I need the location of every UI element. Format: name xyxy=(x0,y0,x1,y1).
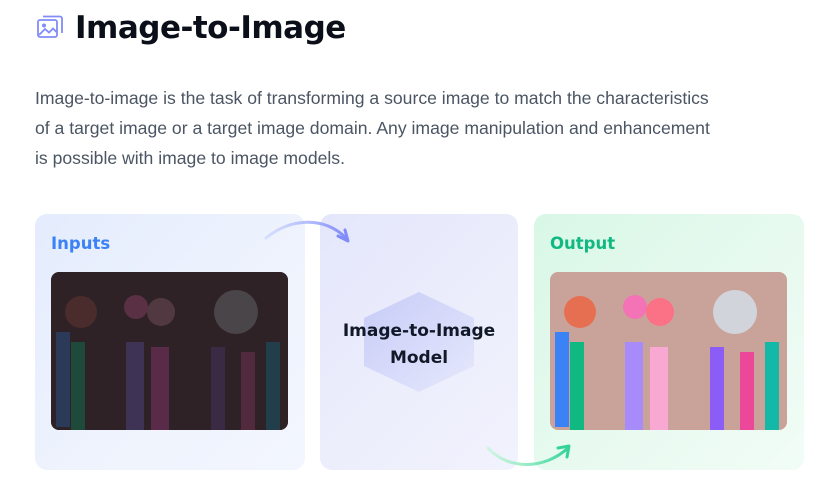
output-label: Output xyxy=(550,234,616,253)
output-panel: Output xyxy=(534,214,804,470)
page-title: Image-to-Image xyxy=(75,10,346,46)
arrow-input-to-model-icon xyxy=(264,220,350,243)
output-image xyxy=(550,272,787,430)
model-panel: Image-to-Image Model xyxy=(320,214,518,470)
input-image xyxy=(51,272,288,430)
inputs-label: Inputs xyxy=(51,234,111,253)
arrow-model-to-output-icon xyxy=(486,444,571,466)
image-icon xyxy=(35,13,65,43)
task-description: Image-to-image is the task of transformi… xyxy=(35,88,710,168)
model-label: Image-to-Image Model xyxy=(342,321,496,368)
page-header: Image-to-Image xyxy=(35,8,346,48)
inputs-panel: Inputs xyxy=(35,214,305,470)
model-hexagon xyxy=(364,292,474,392)
